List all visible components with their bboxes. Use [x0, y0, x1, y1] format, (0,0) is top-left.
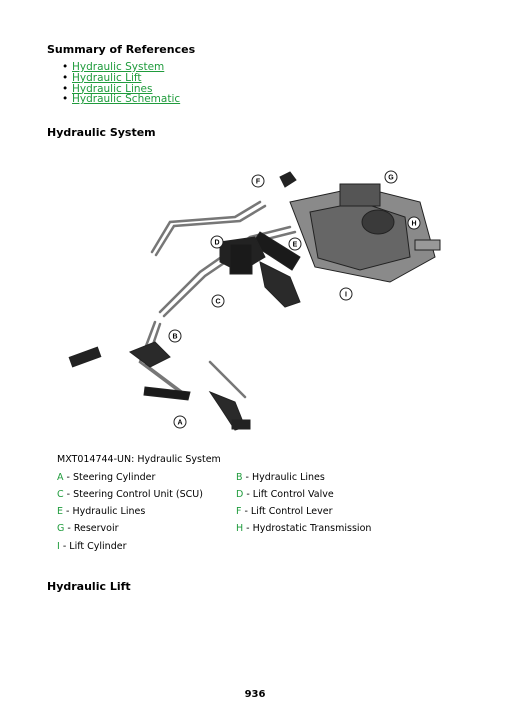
reference-list: •Hydraulic System •Hydraulic Lift •Hydra… — [62, 62, 180, 105]
list-item: •Hydraulic Lines — [62, 82, 153, 95]
summary-title: Summary of References — [47, 43, 196, 56]
list-item: •Hydraulic Lift — [62, 71, 142, 84]
legend-item-h: H - Hydrostatic Transmission — [236, 523, 372, 534]
legend-item-i: I - Lift Cylinder — [57, 541, 127, 552]
legend-item-c: C - Steering Control Unit (SCU) — [57, 489, 203, 500]
callout-b: B — [172, 334, 177, 341]
figure-caption: MXT014744-UN: Hydraulic System — [57, 454, 221, 465]
callout-c: C — [215, 299, 220, 306]
link-hydraulic-lines[interactable]: Hydraulic Lines — [72, 82, 153, 95]
legend-item-a: A - Steering Cylinder — [57, 472, 156, 483]
callout-f: F — [256, 179, 261, 186]
callout-e: E — [293, 242, 298, 249]
legend-item-g: G - Reservoir — [57, 523, 119, 534]
callout-h: H — [411, 221, 416, 228]
legend-item-d: D - Lift Control Valve — [236, 489, 334, 500]
link-hydraulic-schematic[interactable]: Hydraulic Schematic — [72, 93, 181, 106]
legend-item-e: E - Hydraulic Lines — [57, 506, 146, 517]
legend-item-b: B - Hydraulic Lines — [236, 472, 325, 483]
section-title-hydraulic-system: Hydraulic System — [47, 126, 156, 139]
legend-item-f: F - Lift Control Lever — [236, 506, 333, 517]
link-hydraulic-lift[interactable]: Hydraulic Lift — [72, 71, 142, 84]
section-title-hydraulic-lift: Hydraulic Lift — [47, 580, 131, 593]
list-item: •Hydraulic System — [62, 61, 165, 73]
page-number: 936 — [244, 689, 266, 700]
callout-d: D — [214, 240, 219, 247]
link-hydraulic-system[interactable]: Hydraulic System — [72, 61, 165, 73]
callout-g: G — [388, 175, 394, 182]
hydraulic-system-illustration: A B C D E F G H I — [68, 170, 441, 431]
list-item: •Hydraulic Schematic — [62, 93, 181, 106]
callout-i: I — [345, 292, 347, 299]
callout-a: A — [177, 420, 182, 427]
